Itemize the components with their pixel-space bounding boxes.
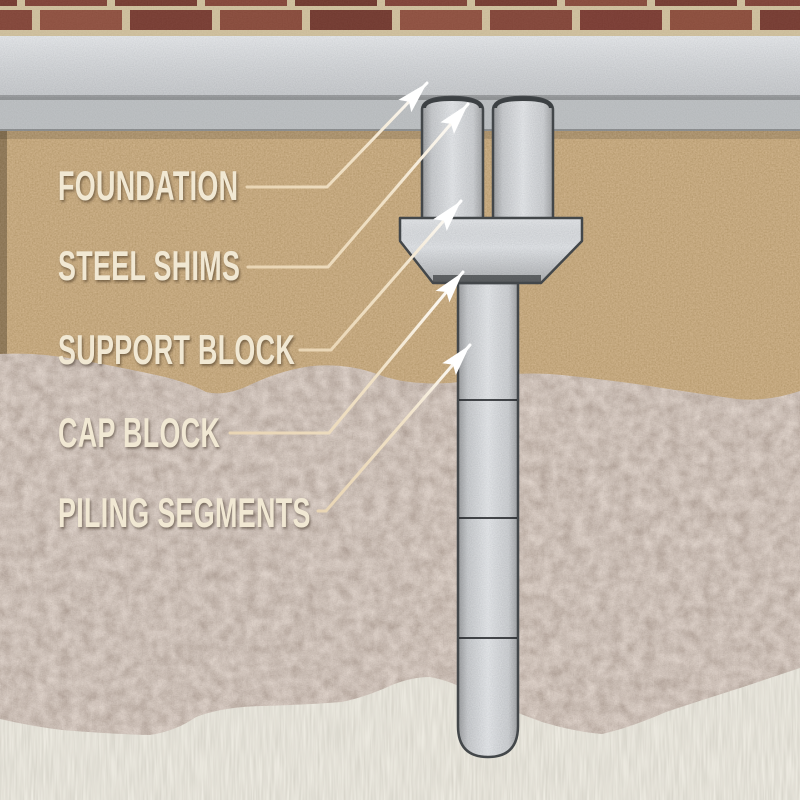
foundation-slab	[0, 36, 800, 97]
support-block-right	[491, 95, 555, 234]
steel-shim-left	[422, 96, 483, 109]
label-cap-block: CAP BLOCK	[58, 409, 221, 456]
label-piling-segments: PILING SEGMENTS	[58, 489, 311, 536]
arrowhead-icon	[440, 104, 468, 135]
label-support-block: SUPPORT BLOCK	[58, 326, 296, 373]
brick-wall-layer	[0, 0, 800, 36]
support-block-left	[420, 95, 485, 234]
label-foundation: FOUNDATION	[58, 162, 239, 209]
arrow-piling-segments	[316, 343, 472, 513]
arrow-cap-block	[228, 270, 465, 435]
arrow-steel-shims	[246, 102, 470, 269]
brick-grain	[0, 0, 800, 36]
label-steel-shims: STEEL SHIMS	[58, 242, 241, 289]
support-blocks	[420, 95, 555, 234]
leader-arrows	[228, 81, 472, 513]
arrowhead-icon	[442, 345, 470, 376]
stem-wall-band	[0, 97, 800, 131]
arrow-support-block	[298, 199, 463, 352]
arrow-foundation	[245, 81, 429, 189]
arrowhead-icon	[433, 201, 461, 232]
arrowhead-icon	[435, 272, 463, 303]
arrowhead-icon	[398, 83, 427, 113]
piling-column	[456, 281, 520, 759]
soil-layer	[0, 131, 800, 800]
steel-shim-right	[493, 96, 553, 109]
